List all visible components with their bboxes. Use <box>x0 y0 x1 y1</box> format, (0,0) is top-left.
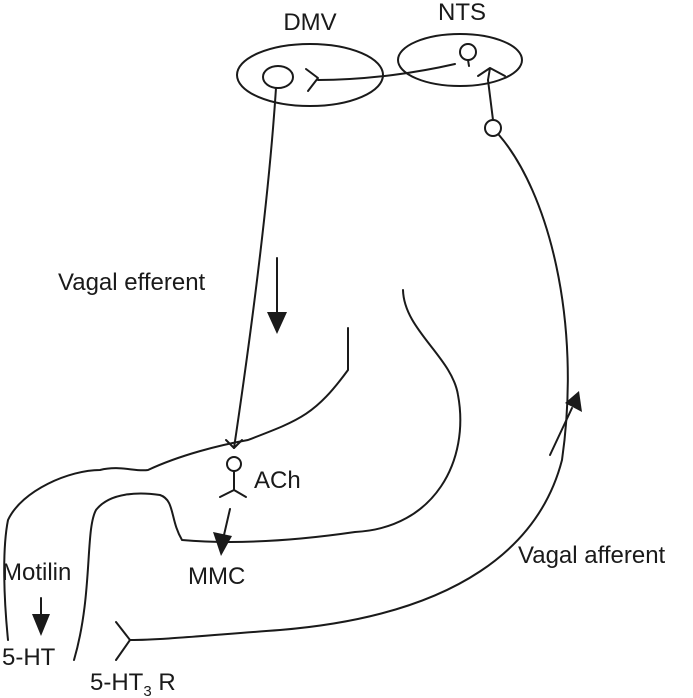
vagal-afferent-label: Vagal afferent <box>518 542 666 569</box>
mmc-arrow <box>213 508 232 556</box>
5ht3-receptor-prefix: 5-HT <box>90 669 144 696</box>
dmv-synapse-terminal <box>305 68 319 92</box>
vagal-efferent-fiber <box>233 87 277 449</box>
dmv-label: DMV <box>283 9 336 36</box>
5ht-label: 5-HT <box>2 644 56 671</box>
nts-to-dmv-interneuron <box>317 63 456 81</box>
nts-label: NTS <box>438 0 486 26</box>
5ht3-receptor-terminal <box>115 621 131 661</box>
ach-label: ACh <box>254 467 301 494</box>
ach-neuron-soma <box>226 456 242 472</box>
5ht3-receptor-suffix: R <box>152 669 176 696</box>
stomach-inner-wall <box>3 327 349 641</box>
5ht3-receptor-label: 5-HT3 R <box>90 669 176 698</box>
vagal-afferent-fiber-lower <box>129 134 569 641</box>
vagal-efferent-label: Vagal efferent <box>58 269 206 296</box>
motilin-label: Motilin <box>2 559 71 586</box>
motilin-arrow <box>32 597 50 636</box>
5ht3-receptor-subscript: 3 <box>143 683 151 698</box>
nts-afferent-terminal <box>477 67 506 81</box>
stomach-outer-wall <box>73 289 462 661</box>
nts-neuron-stem <box>467 59 470 67</box>
mmc-label: MMC <box>188 563 245 590</box>
efferent-terminal <box>225 439 243 449</box>
vagal-afferent-fiber <box>487 79 494 121</box>
nts-nucleus <box>397 33 523 87</box>
ach-neuron-terminal <box>219 489 247 498</box>
vagal-afferent-arrow <box>549 391 582 456</box>
dmv-nucleus <box>236 43 384 107</box>
vagal-efferent-arrow <box>267 257 287 334</box>
nts-neuron-soma <box>459 43 477 61</box>
dmv-neuron-soma <box>262 65 294 89</box>
vagal-afferent-ganglion <box>484 119 502 137</box>
